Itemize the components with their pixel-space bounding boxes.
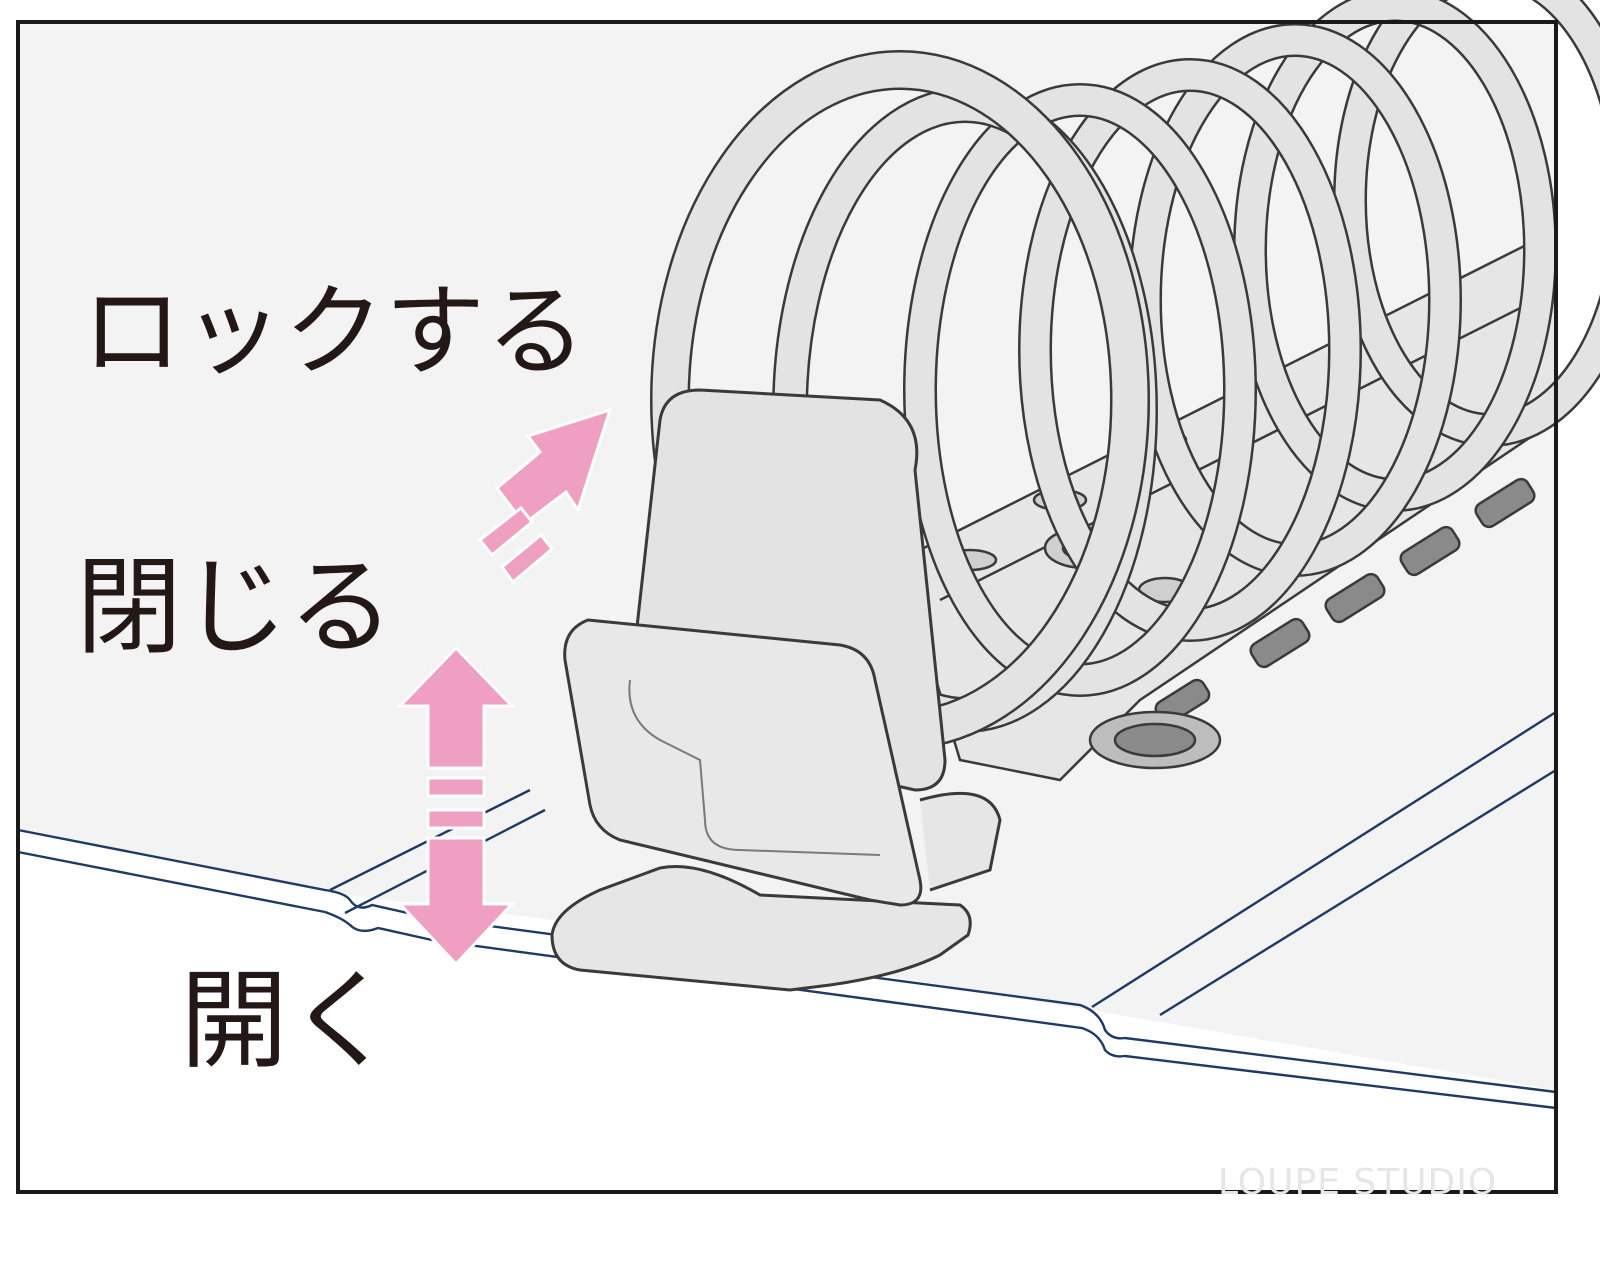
lock-label: ロックする	[82, 273, 587, 390]
lock-lever	[550, 388, 1002, 992]
open-close-arrow	[396, 645, 516, 967]
close-label: 閉じる	[76, 546, 394, 669]
illustration-frame	[16, 20, 1558, 1194]
binder-sheet	[18, 830, 1556, 1192]
lock-direction-arrow	[477, 407, 613, 585]
watermark: LOUPE STUDIO	[1218, 1162, 1498, 1203]
open-label: 開く	[180, 959, 397, 1084]
